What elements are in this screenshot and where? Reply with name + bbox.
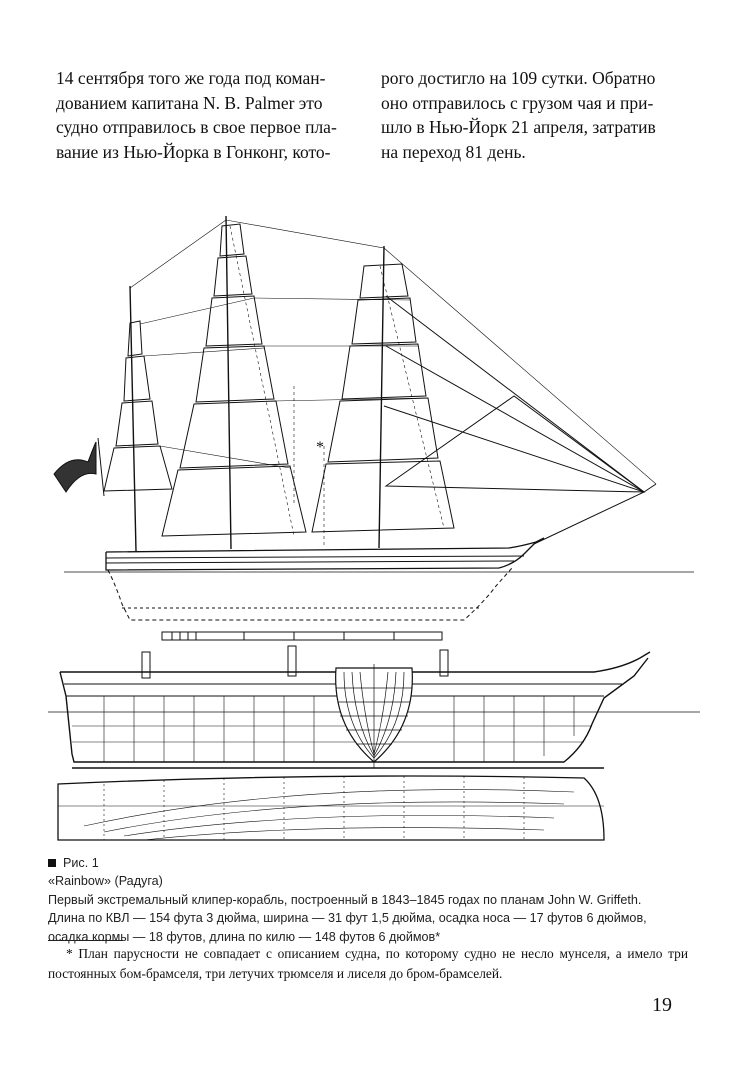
figure-label: Рис. 1 — [48, 854, 688, 872]
text-line: на переход 81 день. — [381, 141, 526, 162]
text-line: рого достигло на 109 сутки. Обратно — [381, 68, 656, 88]
caption-line: Длина по КВЛ — 154 фута 3 дюйма, ширина … — [48, 911, 647, 926]
ship-plan-drawing: * — [48, 215, 700, 841]
text-line: шло в Нью-Йорк 21 апреля, затратив — [381, 117, 656, 137]
text-column-left: 14 сентября того же года под коман- дова… — [56, 66, 348, 164]
text-line: судно отправилось в свое первое пла- — [56, 117, 337, 137]
figure-title: «Rainbow» (Радуга) — [48, 874, 163, 889]
text-line: дованием капитана N. B. Palmer это — [56, 92, 323, 113]
text-column-right: рого достигло на 109 сутки. Обратно оно … — [381, 66, 673, 164]
text-line: оно отправилось с грузом чая и при- — [381, 92, 654, 113]
caption-line: осадка кормы — 18 футов, длина по килю —… — [48, 929, 441, 944]
page-number: 19 — [652, 994, 672, 1016]
ship-plan-figure: * — [44, 206, 704, 842]
footnote-rule — [48, 940, 123, 941]
text-line: вание из Нью-Йорка в Гонконг, кото- — [56, 141, 331, 162]
caption-line: Первый экстремальный клипер-корабль, пос… — [48, 892, 642, 907]
figure-caption: Рис. 1 «Rainbow» (Радуга) Первый экстрем… — [48, 854, 688, 946]
text-line: 14 сентября того же года под коман- — [56, 68, 326, 88]
figure-asterisk-mark: * — [316, 439, 324, 456]
footnote: * План парусности не совпадает с описани… — [48, 946, 688, 981]
